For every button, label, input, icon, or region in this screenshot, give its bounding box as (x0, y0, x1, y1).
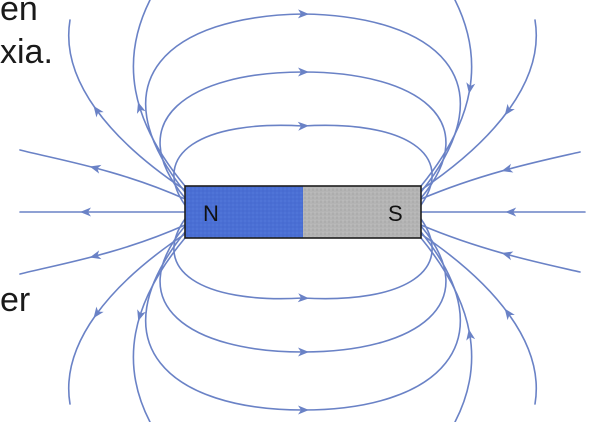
field-line-n-up-3-arrow (89, 164, 102, 174)
field-line-n-down-3 (19, 224, 186, 275)
field-line-s-down-2 (420, 233, 537, 405)
field-line-n-mid-arrow (80, 207, 91, 217)
field-line-top-3 (144, 13, 462, 193)
slide-text-fragment-2: xia. (0, 33, 53, 71)
field-line-bottom-2 (159, 225, 447, 353)
south-pole-label: S (388, 201, 403, 226)
field-line-n-up-1 (132, 0, 186, 187)
field-arrows (80, 9, 517, 415)
field-line-s-down-3-arrow (501, 251, 514, 261)
field-line-top-2-arrow (297, 67, 310, 77)
field-line-bottom-2-arrow (297, 347, 310, 357)
slide-text-fragment-1: en (0, 0, 38, 28)
field-line-n-down-1 (132, 237, 186, 422)
slide-text-fragment-3: er (0, 281, 31, 319)
field-line-s-up-2 (420, 19, 537, 191)
field-line-n-up-2-arrow (93, 105, 104, 118)
field-line-s-up-3 (420, 151, 581, 200)
field-line-bottom-1-arrow (297, 293, 309, 303)
field-line-bottom-3-arrow (297, 405, 310, 415)
field-line-n-down-2-arrow (93, 306, 104, 319)
north-pole-label: N (203, 201, 219, 226)
field-line-n-up-1-arrow (136, 102, 146, 114)
field-line-s-up-3-arrow (501, 163, 514, 173)
field-line-s-down-1-arrow (466, 329, 476, 341)
field-line-n-down-3-arrow (89, 250, 102, 260)
field-line-n-up-2 (68, 19, 186, 191)
field-line-s-down-3 (420, 224, 581, 273)
field-line-s-up-2-arrow (504, 103, 515, 116)
bar-magnet: N S (184, 185, 422, 239)
magnet-north-half (185, 186, 303, 238)
field-line-s-up-1-arrow (466, 82, 476, 94)
field-line-bottom-3 (144, 231, 462, 411)
field-line-s-down-2-arrow (504, 308, 515, 321)
magnet-south-half (303, 186, 421, 238)
field-line-n-down-1-arrow (137, 309, 146, 322)
field-line-top-3-arrow (297, 9, 309, 19)
field-line-top-2 (159, 71, 447, 199)
field-line-s-mid-arrow (505, 207, 517, 217)
field-line-top-1-arrow (297, 121, 309, 131)
field-line-n-up-3 (19, 149, 186, 200)
